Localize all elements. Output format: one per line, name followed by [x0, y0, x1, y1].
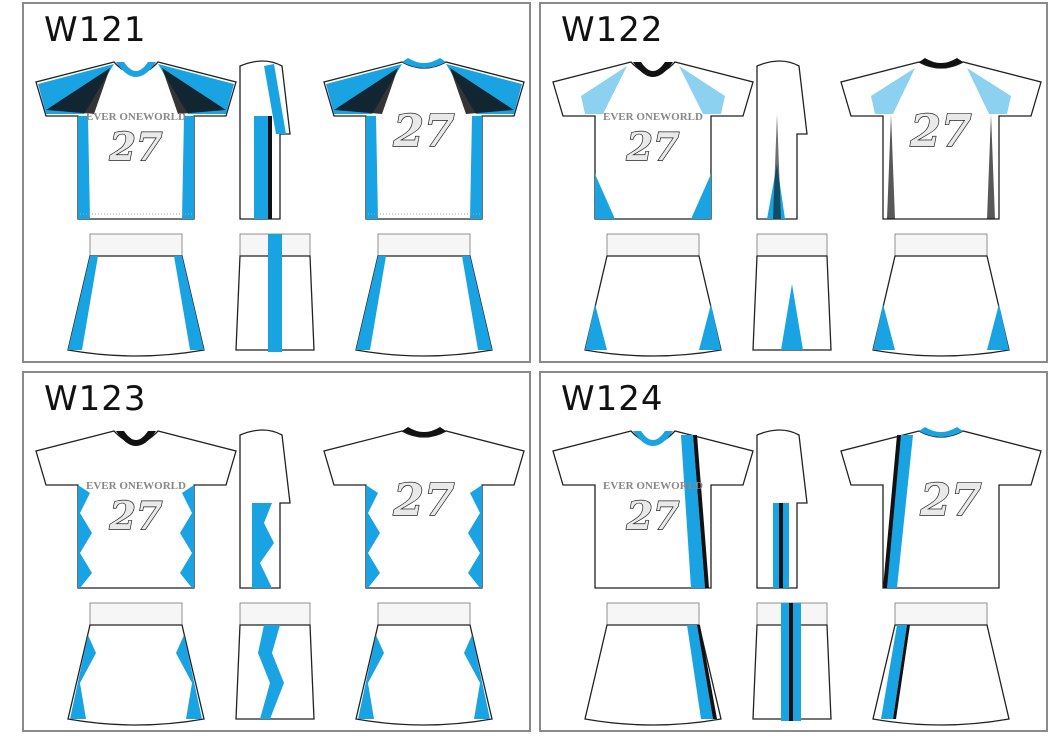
team-name: EVER ONEWORLD — [86, 111, 186, 123]
team-name: EVER ONEWORLD — [603, 111, 703, 123]
panel-w121: W121 EVER ONEWORLD 27 — [22, 2, 531, 363]
front-skirt — [67, 233, 205, 357]
side-jersey — [756, 60, 808, 220]
side-jersey — [239, 60, 291, 220]
side-jersey — [756, 429, 808, 589]
side-skirt — [752, 233, 832, 351]
front-jersey: EVER ONEWORLD 27 — [35, 61, 237, 220]
back-jersey: 27 — [840, 58, 1042, 220]
side-skirt — [752, 602, 832, 721]
back-number: 27 — [392, 475, 455, 526]
side-skirt — [235, 602, 315, 720]
uniform-illustration: EVER ONEWORLD 27 27 — [35, 427, 525, 726]
uniform-illustration: EVER ONEWORLD 27 27 — [35, 58, 525, 357]
uniform-illustration: EVER ONEWORLD 27 27 — [552, 427, 1042, 726]
back-skirt — [355, 233, 493, 357]
back-skirt — [872, 602, 1010, 726]
back-skirt — [355, 602, 493, 726]
panel-w124: W124 EVER ONEWORLD 27 27 — [539, 371, 1048, 732]
back-number: 27 — [392, 106, 455, 157]
back-jersey: 27 — [323, 427, 525, 589]
design-code: W121 — [44, 10, 147, 50]
panel-w123: W123 EVER ONEWORLD 27 27 — [22, 371, 531, 732]
design-code: W124 — [561, 379, 664, 419]
jersey-number: 27 — [626, 124, 680, 169]
back-jersey: 27 — [323, 58, 525, 220]
back-jersey: 27 — [840, 427, 1042, 589]
front-jersey: EVER ONEWORLD 27 — [552, 61, 754, 220]
team-name: EVER ONEWORLD — [603, 480, 703, 492]
front-skirt — [67, 602, 205, 726]
jersey-number: 27 — [109, 124, 163, 169]
panel-w122: W122 EVER ONEWORLD 27 27 — [539, 2, 1048, 363]
front-jersey: EVER ONEWORLD 27 — [35, 430, 237, 589]
front-skirt — [584, 602, 722, 726]
side-skirt — [235, 233, 315, 352]
team-name: EVER ONEWORLD — [86, 480, 186, 492]
front-jersey: EVER ONEWORLD 27 — [552, 430, 754, 589]
back-skirt — [872, 233, 1010, 357]
design-code: W123 — [44, 379, 147, 419]
back-number: 27 — [919, 475, 982, 526]
uniform-illustration: EVER ONEWORLD 27 27 — [552, 58, 1042, 357]
jersey-number: 27 — [626, 493, 680, 538]
front-skirt — [584, 233, 722, 357]
design-code: W122 — [561, 10, 664, 50]
side-jersey — [239, 429, 291, 589]
jersey-number: 27 — [109, 493, 163, 538]
back-number: 27 — [909, 106, 972, 157]
